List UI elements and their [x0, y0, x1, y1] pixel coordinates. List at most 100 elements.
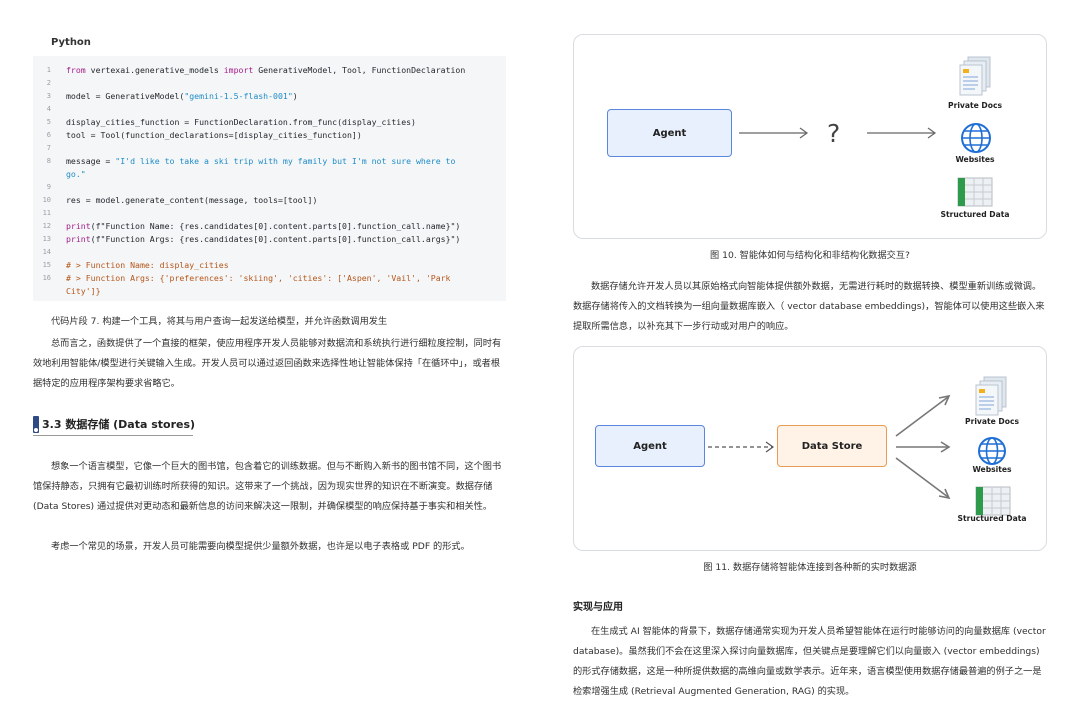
figure-11-fanout-arrows	[895, 394, 951, 500]
code-token: display_cities_function = FunctionDeclar…	[66, 117, 416, 127]
code-line-source: # > Function Args: {'preferences': 'skii…	[66, 272, 451, 285]
figure-11-dashed-connector	[708, 441, 775, 453]
code-token: res = model.generate_content(message, to…	[66, 195, 318, 205]
code-token: print	[66, 234, 91, 244]
code-line: 3 model = GenerativeModel("gemini-1.5-fla…	[33, 90, 506, 103]
implementation-paragraph-text: 在生成式 AI 智能体的背景下，数据存储通常实现为开发人员希望智能体在运行时能够…	[573, 626, 1046, 697]
code-line: 9	[33, 181, 506, 194]
code-line-number: 14	[42, 248, 51, 256]
figure-10-arrow-right	[867, 127, 937, 139]
code-token: )	[292, 91, 298, 101]
figure-10-arrow-left	[739, 127, 809, 139]
code-token: print	[66, 221, 91, 231]
code-line-number: 2	[46, 79, 51, 87]
code-block: 1 from vertexai.generative_models import …	[33, 56, 506, 301]
globe-icon	[978, 437, 1006, 465]
globe-icon	[961, 123, 991, 153]
code-line-number: 8	[46, 157, 51, 165]
implementation-subheading: 实现与应用	[573, 602, 623, 613]
code-line-source: tool = Tool(function_declarations=[displ…	[66, 129, 362, 142]
figure-10-question-mark: ?	[827, 119, 841, 148]
code-token: import	[223, 65, 254, 75]
section-heading: 3.3 数据存储 (Data stores)	[33, 414, 195, 434]
library-paragraph-text: 想象一个语言模型，它像一个巨大的图书馆，包含着它的训练数据。但与不断购入新书的图…	[33, 461, 502, 512]
code-line: 2	[33, 77, 506, 90]
section-underline	[33, 435, 193, 436]
code-line: 7	[33, 142, 506, 155]
figure-11-websites-label: Websites	[972, 465, 1012, 474]
code-token: "I'd like to take a ski trip with my fam…	[115, 156, 456, 166]
code-line-source: go."	[66, 168, 86, 181]
figure-10-box: Agent ? Private Docs Websites	[573, 34, 1047, 239]
code-token: model = GenerativeModel(	[66, 91, 185, 101]
code-line-source: model = GenerativeModel("gemini-1.5-flas…	[66, 90, 298, 103]
code-token: # > Function Name: display_cities	[66, 260, 229, 270]
code-line: 12 print(f"Function Name: {res.candidates…	[33, 220, 506, 233]
document-stack-icon	[959, 56, 991, 96]
code-line-source: message = "I'd like to take a ski trip w…	[66, 155, 455, 168]
data-store-paragraph: 数据存储允许开发人员以其原始格式向智能体提供额外数据，无需进行耗时的数据转换、模…	[573, 277, 1047, 337]
figure-11-data-store-node: Data Store	[777, 425, 887, 467]
code-language-label: Python	[51, 37, 91, 48]
code-line: City']}	[33, 285, 506, 298]
code-line-source: res = model.generate_content(message, to…	[66, 194, 317, 207]
code-line-source: display_cities_function = FunctionDeclar…	[66, 116, 416, 129]
figure-10-websites-label: Websites	[955, 155, 995, 164]
figure-11-box: Agent Data Store Private Docs Websites	[573, 346, 1047, 551]
code-line: 14	[33, 246, 506, 259]
code-line-number: 13	[42, 235, 51, 243]
code-line: 4	[33, 103, 506, 116]
code-token: go."	[66, 169, 86, 179]
code-token: GenerativeModel, Tool, FunctionDeclarati…	[253, 65, 466, 75]
figure-10-structured-data-label: Structured Data	[940, 210, 1010, 219]
code-line: 6 tool = Tool(function_declarations=[disp…	[33, 129, 506, 142]
code-line: 10 res = model.generate_content(message, …	[33, 194, 506, 207]
code-line-source: print(f"Function Args: {res.candidates[0…	[66, 233, 460, 246]
code-token: from	[66, 65, 86, 75]
code-line-number: 9	[46, 183, 51, 191]
data-store-paragraph-text: 数据存储允许开发人员以其原始格式向智能体提供额外数据，无需进行耗时的数据转换、模…	[573, 281, 1045, 332]
code-line-number: 10	[42, 196, 51, 204]
implementation-paragraph: 在生成式 AI 智能体的背景下，数据存储通常实现为开发人员希望智能体在运行时能够…	[573, 622, 1047, 702]
code-line-number: 1	[46, 66, 51, 74]
code-line-number: 7	[46, 144, 51, 152]
code-line-number: 15	[42, 261, 51, 269]
spreadsheet-icon	[957, 177, 993, 207]
figure-10-private-docs-label: Private Docs	[948, 101, 1002, 110]
scenario-paragraph: 考虑一个常见的场景，开发人员可能需要向模型提供少量额外数据，也许是以电子表格或 …	[33, 537, 508, 557]
code-line: 1 from vertexai.generative_models import …	[33, 64, 506, 77]
figure-11-structured-data-label: Structured Data	[957, 514, 1027, 523]
code-line-source: City']}	[66, 285, 101, 298]
code-line: 5 display_cities_function = FunctionDecla…	[33, 116, 506, 129]
code-caption: 代码片段 7. 构建一个工具，将其与用户查询一起发送给模型，并允许函数调用发生	[51, 316, 388, 327]
code-line: 8 message = "I'd like to take a ski trip …	[33, 155, 506, 168]
code-line: 13 print(f"Function Args: {res.candidates…	[33, 233, 506, 246]
section-marker-icon	[33, 415, 39, 433]
code-token: (f"Function Name: {res.candidates[0].con…	[90, 221, 461, 231]
spreadsheet-icon	[975, 486, 1011, 516]
code-line: 15 # > Function Name: display_cities	[33, 259, 506, 272]
code-line-number: 4	[46, 105, 51, 113]
code-line-number: 12	[42, 222, 51, 230]
code-line: 11	[33, 207, 506, 220]
code-line: 16 # > Function Args: {'preferences': 'sk…	[33, 272, 506, 285]
library-paragraph: 想象一个语言模型，它像一个巨大的图书馆，包含着它的训练数据。但与不断购入新书的图…	[33, 457, 508, 517]
code-token: "gemini-1.5-flash-001"	[184, 91, 293, 101]
code-line-number: 3	[46, 92, 51, 100]
code-token: # > Function Args: {'preferences': 'skii…	[66, 273, 451, 283]
code-line-source: # > Function Name: display_cities	[66, 259, 229, 272]
code-line: go."	[33, 168, 506, 181]
code-line-number: 6	[46, 131, 51, 139]
code-line-source: print(f"Function Name: {res.candidates[0…	[66, 220, 460, 233]
code-token: City']}	[66, 286, 101, 296]
code-line-number: 5	[46, 118, 51, 126]
figure-11-private-docs-label: Private Docs	[965, 417, 1019, 426]
code-line-number: 16	[42, 274, 51, 282]
code-token: message =	[66, 156, 116, 166]
summary-paragraph-text: 总而言之，函数提供了一个直接的框架，使应用程序开发人员能够对数据流和系统执行进行…	[33, 338, 502, 389]
code-line-source: from vertexai.generative_models import G…	[66, 64, 465, 77]
figure-11-agent-node: Agent	[595, 425, 705, 467]
figure-10-agent-node: Agent	[607, 109, 732, 157]
scenario-paragraph-text: 考虑一个常见的场景，开发人员可能需要向模型提供少量额外数据，也许是以电子表格或 …	[51, 541, 470, 552]
document-stack-icon	[975, 376, 1007, 416]
